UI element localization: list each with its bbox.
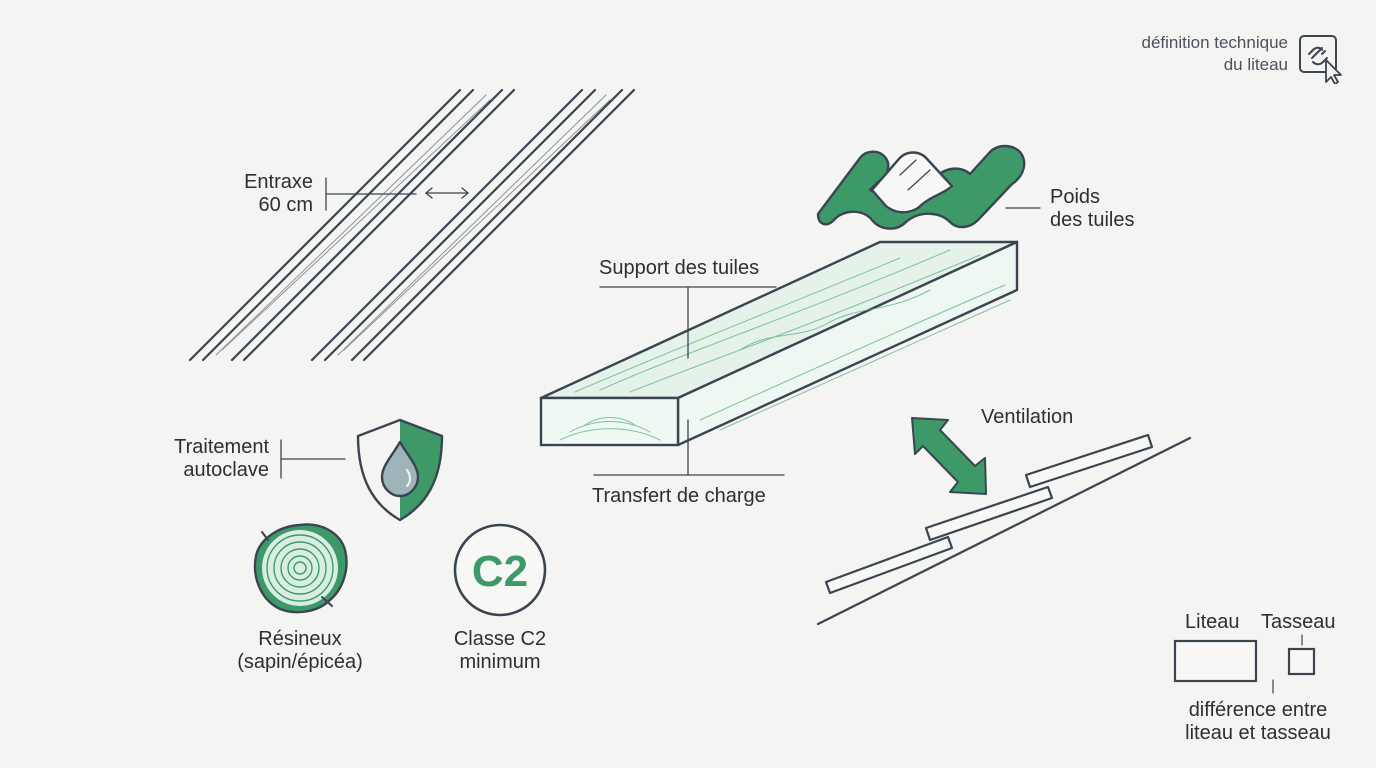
traitement-label: Traitement autoclave <box>174 436 269 481</box>
entraxe-leader <box>325 177 470 211</box>
c2-badge-text: C2 <box>472 547 528 596</box>
transfert-leader <box>593 419 785 476</box>
tasseau-label: Tasseau <box>1261 611 1336 633</box>
link-text-line2: du liteau <box>1223 55 1288 74</box>
sloped-roof-tiles <box>816 433 1192 626</box>
transfert-label: Transfert de charge <box>592 485 766 507</box>
section-comparison <box>1173 634 1316 694</box>
liteau-section <box>1173 639 1258 683</box>
shield-drop-icon <box>356 418 444 522</box>
link-text-line1: définition technique <box>1141 33 1288 52</box>
tasseau-section <box>1287 647 1316 676</box>
difference-label: différence entre liteau et tasseau <box>1185 699 1331 744</box>
battens-spacing-illustration <box>188 88 636 362</box>
traitement-leader <box>280 439 346 479</box>
link-cursor-icon <box>1299 35 1342 84</box>
support-leader <box>599 286 777 359</box>
wood-log-icon <box>253 523 348 614</box>
technical-definition-link[interactable]: définition technique du liteau <box>1141 32 1344 84</box>
roof-tile-icon <box>816 144 1026 230</box>
liteau-label: Liteau <box>1185 611 1240 633</box>
ventilation-arrow-icon <box>911 417 987 495</box>
batten-3d <box>539 240 1019 447</box>
c2-badge-icon <box>453 523 547 617</box>
entraxe-label: Entraxe 60 cm <box>244 171 313 216</box>
classe-label: Classe C2 minimum <box>453 628 547 673</box>
poids-label: Poids des tuiles <box>1050 186 1135 231</box>
ventilation-label: Ventilation <box>981 406 1074 428</box>
resineux-label: Résineux (sapin/épicéa) <box>237 628 363 673</box>
support-label: Support des tuiles <box>599 257 760 279</box>
